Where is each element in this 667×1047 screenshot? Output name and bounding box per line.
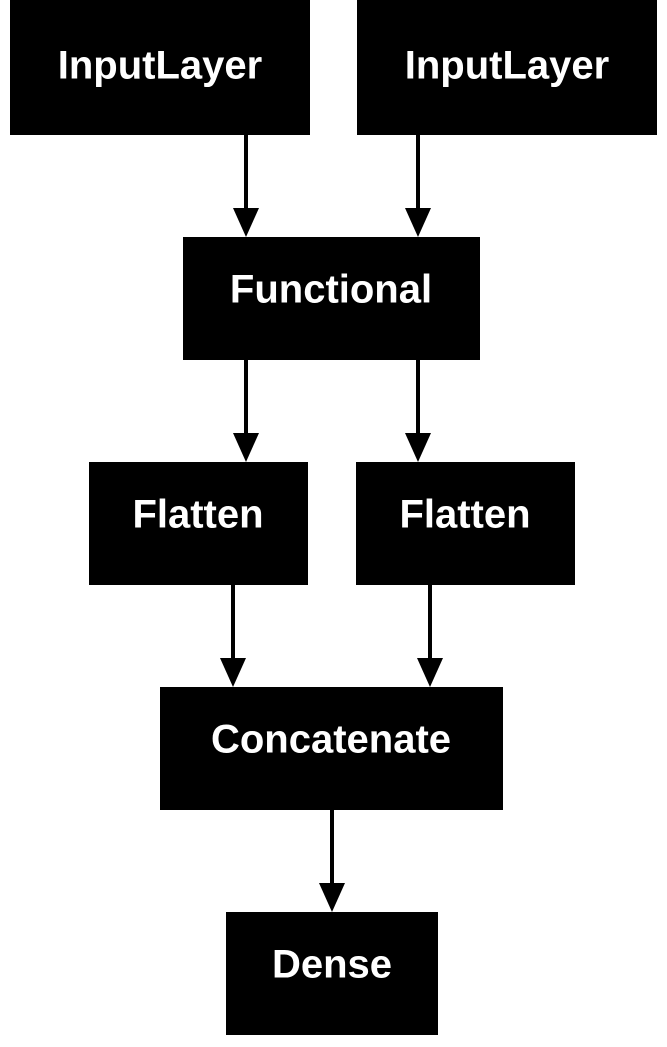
node-concatenate: Concatenate — [160, 687, 503, 810]
node-label: Flatten — [399, 493, 530, 537]
node-functional: Functional — [183, 237, 480, 360]
node-dense: Dense — [226, 912, 438, 1035]
node-label: Concatenate — [211, 718, 451, 762]
edge-input-layer-2-to-functional — [405, 135, 431, 237]
node-label: Flatten — [132, 493, 263, 537]
node-flatten-1: Flatten — [89, 462, 308, 585]
edge-concatenate-to-dense — [319, 810, 345, 912]
edge-functional-to-flatten-1 — [233, 360, 259, 462]
node-label: Dense — [272, 943, 392, 987]
edge-input-layer-1-to-functional — [233, 135, 259, 237]
edge-flatten-2-to-concatenate — [417, 585, 443, 687]
node-input-layer-2: InputLayer — [357, 0, 657, 135]
node-label: Functional — [230, 268, 432, 312]
node-label: InputLayer — [58, 44, 262, 88]
edge-functional-to-flatten-2 — [405, 360, 431, 462]
node-input-layer-1: InputLayer — [10, 0, 310, 135]
node-label: InputLayer — [405, 44, 609, 88]
node-flatten-2: Flatten — [356, 462, 575, 585]
edge-flatten-1-to-concatenate — [220, 585, 246, 687]
